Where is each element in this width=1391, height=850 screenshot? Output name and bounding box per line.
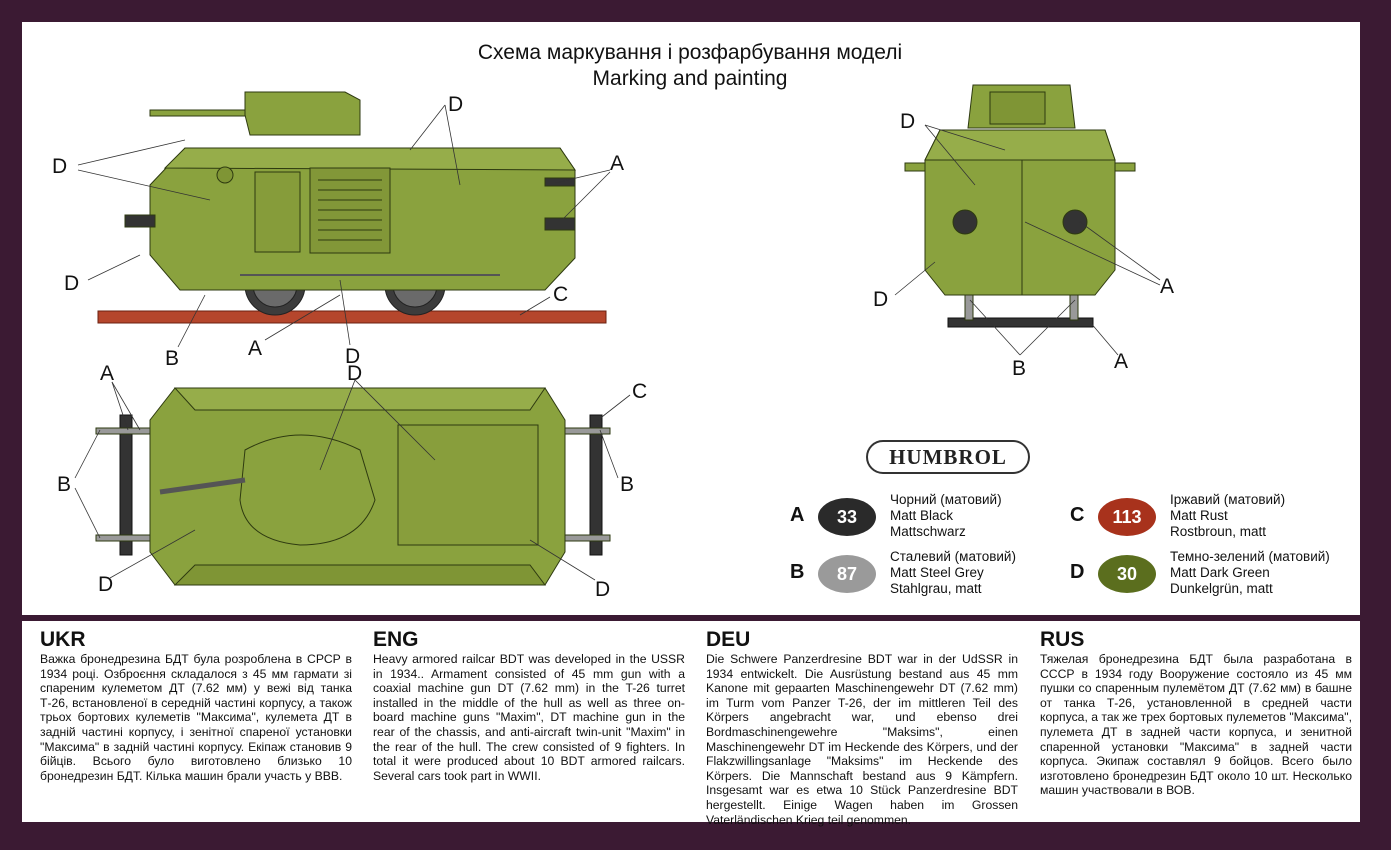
- callout-b: B: [165, 347, 180, 370]
- column-body: Die Schwere Panzerdresine BDT war in der…: [706, 652, 1018, 827]
- callout-b: B: [620, 473, 635, 496]
- callout-leaders: [74, 104, 1161, 581]
- column-heading: RUS: [1040, 628, 1085, 651]
- paint-name-eng: Matt Rust: [1170, 508, 1228, 523]
- page-title: Схема маркування і розфарбування моделі …: [430, 40, 950, 92]
- callout-a: A: [248, 337, 263, 360]
- paint-name-ukr: Іржавий (матовий): [1170, 492, 1286, 507]
- paint-name-eng: Matt Black: [890, 508, 954, 523]
- paint-name-deu: Dunkelgrün, matt: [1170, 581, 1273, 596]
- paint-letter: C: [1070, 504, 1085, 526]
- callout-d: D: [900, 110, 916, 133]
- title-line-eng: Marking and painting: [592, 67, 788, 90]
- paint-name-ukr: Сталевий (матовий): [890, 549, 1016, 564]
- text-column-deu: DEU Die Schwere Panzerdresine BDT war in…: [706, 628, 1018, 827]
- side-view-drawing: [97, 91, 607, 324]
- callout-a: A: [1114, 350, 1129, 373]
- paint-letter: A: [790, 504, 805, 526]
- column-heading: ENG: [373, 628, 419, 651]
- text-column-ukr: UKR Важка бронедрезина БДТ була розробле…: [40, 628, 352, 783]
- callout-d: D: [98, 573, 114, 596]
- paint-name-eng: Matt Dark Green: [1170, 565, 1270, 580]
- humbrol-logo: HUMBROL: [866, 440, 1030, 474]
- paint-chip: 33: [818, 498, 876, 536]
- column-heading: UKR: [40, 628, 86, 651]
- callout-a: A: [100, 362, 115, 385]
- callout-b: B: [1012, 357, 1027, 380]
- callout-a: A: [1160, 275, 1175, 298]
- callout-b: B: [57, 473, 72, 496]
- column-body: Важка бронедрезина БДТ була розроблена в…: [40, 652, 352, 783]
- rear-view-drawing: [904, 84, 1136, 328]
- column-body: Heavy armored railcar BDT was developed …: [373, 652, 685, 783]
- paint-name-ukr: Темно-зелений (матовий): [1170, 549, 1330, 564]
- section-divider: [22, 615, 1360, 621]
- paint-chip: 30: [1098, 555, 1156, 593]
- paint-chip: 113: [1098, 498, 1156, 536]
- title-line-ukr: Схема маркування і розфарбування моделі: [477, 41, 903, 64]
- callout-d: D: [873, 288, 889, 311]
- paint-letter: B: [790, 561, 805, 583]
- text-column-eng: ENG Heavy armored railcar BDT was develo…: [373, 628, 685, 783]
- paint-name-ukr: Чорний (матовий): [890, 492, 1002, 507]
- callout-d: D: [52, 155, 68, 178]
- callout-c: C: [632, 380, 648, 403]
- paint-letter: D: [1070, 561, 1085, 583]
- callout-d: D: [595, 578, 611, 601]
- paint-name-deu: Mattschwarz: [890, 524, 966, 539]
- callout-d: D: [347, 362, 363, 385]
- callout-d: D: [64, 272, 80, 295]
- column-heading: DEU: [706, 628, 751, 651]
- column-body: Тяжелая бронедрезина БДТ была разработан…: [1040, 652, 1352, 798]
- callout-d: D: [448, 93, 464, 116]
- paint-name-deu: Rostbroun, matt: [1170, 524, 1267, 539]
- paint-name-eng: Matt Steel Grey: [890, 565, 984, 580]
- callout-c: C: [553, 283, 569, 306]
- callout-d: D: [345, 345, 361, 368]
- callout-a: A: [610, 152, 625, 175]
- paint-chip: 87: [818, 555, 876, 593]
- text-column-rus: RUS Тяжелая бронедрезина БДТ была разраб…: [1040, 628, 1352, 798]
- top-view-drawing: [95, 387, 611, 586]
- paint-name-deu: Stahlgrau, matt: [890, 581, 982, 596]
